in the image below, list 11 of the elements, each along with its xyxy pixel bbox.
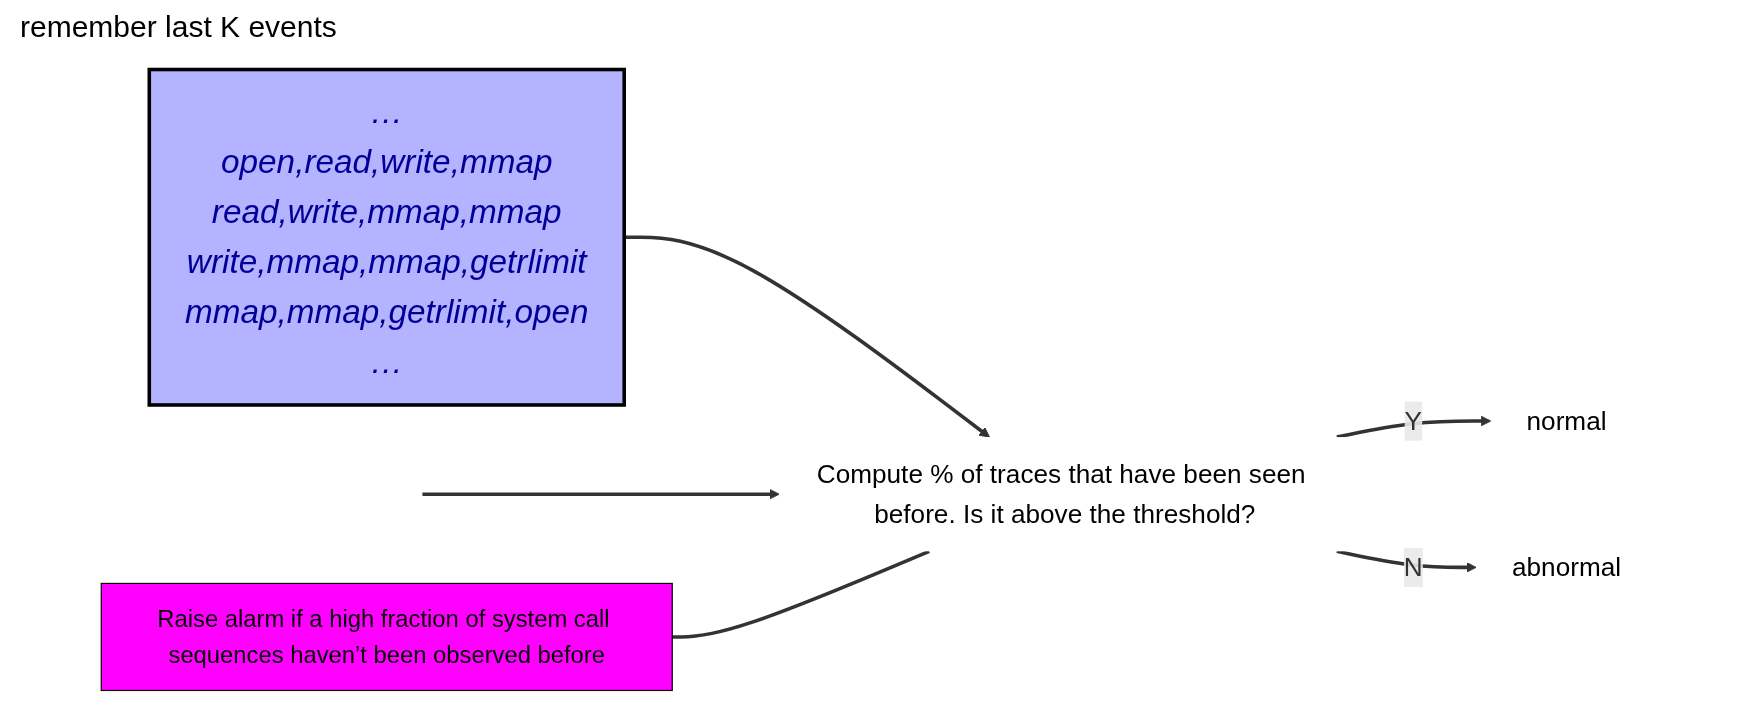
connector	[672, 549, 930, 639]
edge-label: N	[1403, 552, 1423, 583]
node-box: Raise alarm if a high fraction of system call sequences haven’t been observed before	[100, 582, 673, 692]
arrow	[1336, 415, 1492, 439]
node-text: abnormal	[1511, 552, 1622, 583]
node-text: Compute % of traces that have been seen before. Is it above the threshold?	[816, 459, 1306, 529]
arrow	[422, 488, 780, 500]
edge-label: Y	[1404, 406, 1423, 436]
node-box: … open,read,write,mmap read,write,mmap,mmap write,mmap,mmap,getrlimit mmap,mmap,getrlimit,open …	[147, 67, 626, 407]
brace-note: remember last K events	[20, 10, 337, 44]
node-text: normal	[1526, 406, 1607, 436]
